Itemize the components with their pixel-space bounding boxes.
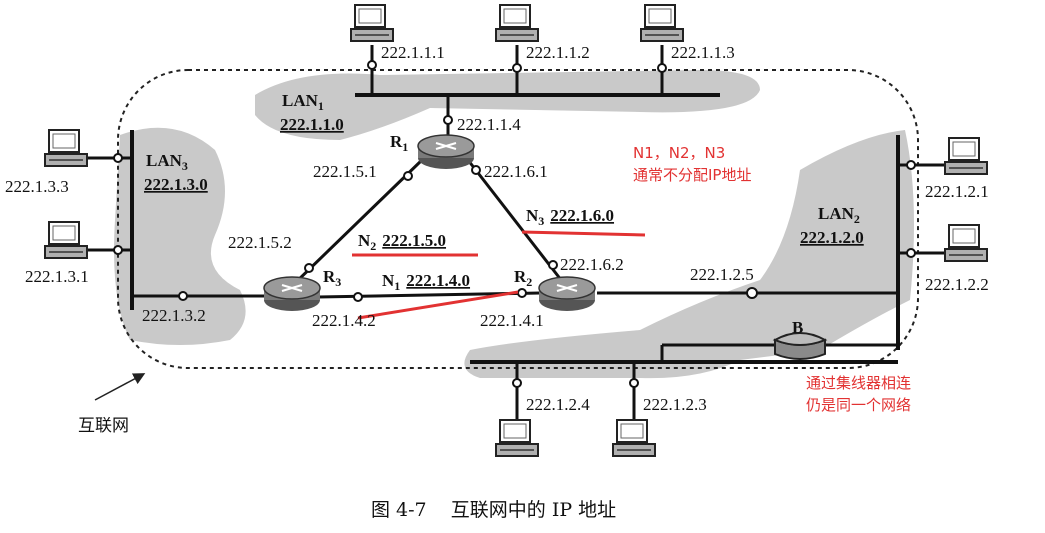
- address-label: 222.1.5.1: [313, 162, 377, 181]
- router-r1-icon: [417, 134, 475, 169]
- figure-caption: 图 4-7 互联网中的 IP 地址: [371, 499, 616, 521]
- address-label: 222.1.3.3: [5, 177, 69, 196]
- annotation-note2-line1: 通过集线器相连: [806, 374, 911, 392]
- lan1-network: 222.1.1.0: [280, 115, 344, 134]
- address-label: 222.1.3.2: [142, 306, 206, 325]
- lan3-network: 222.1.3.0: [144, 175, 208, 194]
- bridge-icon: [772, 332, 828, 360]
- lan2-label: LAN2: [818, 204, 860, 226]
- address-label: 222.1.1.1: [381, 43, 445, 62]
- computer-icon: [44, 221, 88, 259]
- address-label: 222.1.6.2: [560, 255, 624, 274]
- address-label: 222.1.2.1: [925, 182, 989, 201]
- router-r1-label: R1: [390, 132, 408, 154]
- address-label: 222.1.4.1: [480, 311, 544, 330]
- address-label: 222.1.2.2: [925, 275, 989, 294]
- bridge-label: B: [792, 318, 803, 337]
- address-label: 222.1.1.3: [671, 43, 735, 62]
- address-label: 222.1.2.3: [643, 395, 707, 414]
- router-r3-label: R3: [323, 267, 341, 289]
- router-r2-label: R2: [514, 267, 532, 289]
- computer-icon: [944, 137, 988, 175]
- address-label: 222.1.6.1: [484, 162, 548, 181]
- computer-icon: [44, 129, 88, 167]
- computer-icon: [944, 224, 988, 262]
- router-r2-icon: [538, 276, 596, 311]
- interface-nodes: [113, 60, 916, 388]
- address-label: 222.1.4.2: [312, 311, 376, 330]
- internet-label: 互联网: [78, 416, 129, 435]
- lan1-label: LAN1: [282, 91, 324, 113]
- annotation-note1-line2: 通常不分配IP地址: [633, 166, 751, 184]
- computer-icon: [350, 4, 394, 42]
- annotation-note2-line2: 仍是同一个网络: [806, 396, 911, 414]
- computer-icon: [612, 419, 656, 457]
- address-label: 222.1.1.2: [526, 43, 590, 62]
- address-label: 222.1.2.4: [526, 395, 590, 414]
- lan-shading: [114, 70, 914, 379]
- lan-buses: [130, 93, 900, 364]
- address-label: 222.1.2.5: [690, 265, 754, 284]
- lan3-label: LAN3: [146, 151, 188, 173]
- address-label: 222.1.5.2: [228, 233, 292, 252]
- address-label: 222.1.1.4: [457, 115, 521, 134]
- red-annotation-lines: [352, 230, 646, 320]
- lan2-network: 222.1.2.0: [800, 228, 864, 247]
- internet-arrow: [94, 373, 146, 401]
- computer-icon: [640, 4, 684, 42]
- router-r3-icon: [263, 276, 321, 311]
- address-label: 222.1.3.1: [25, 267, 89, 286]
- computer-icon: [495, 419, 539, 457]
- network-links: [85, 45, 945, 420]
- annotation-note1-line1: N1，N2，N3: [633, 144, 725, 162]
- computer-icon: [495, 4, 539, 42]
